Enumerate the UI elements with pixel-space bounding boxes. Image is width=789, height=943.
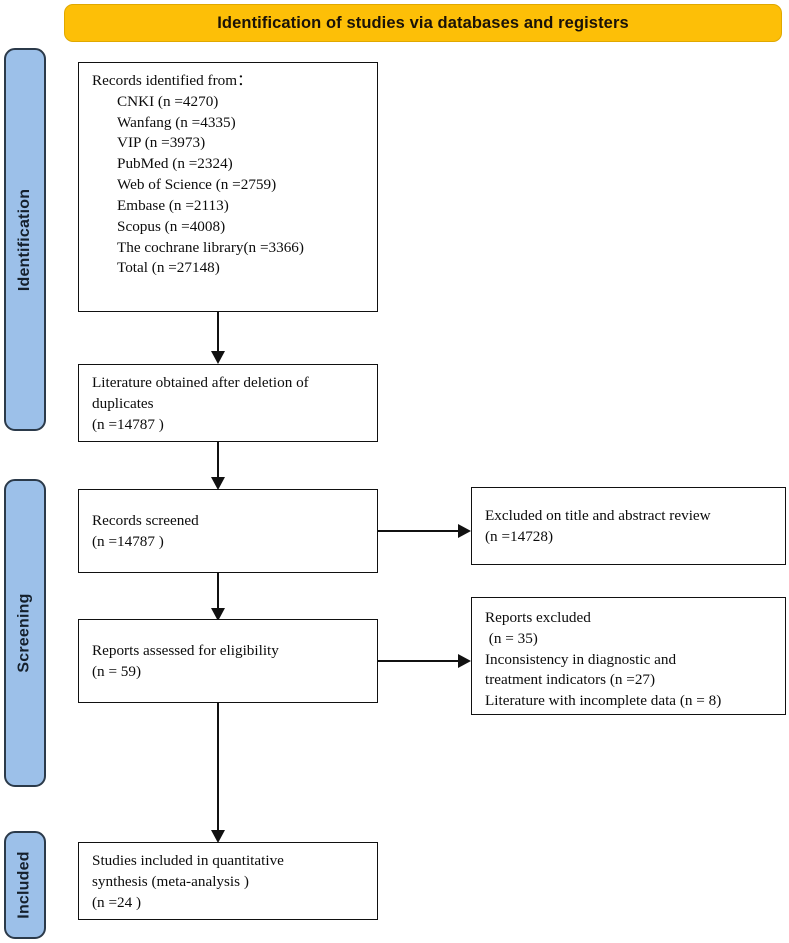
stage-label-identification: Identification	[16, 188, 34, 291]
box-line: Literature obtained after deletion of	[92, 374, 309, 391]
studies-included-box: Studies included in quantitative synthes…	[78, 842, 378, 920]
box-line: treatment indicators (n =27)	[485, 671, 656, 689]
box-line: Studies included in quantitative	[92, 852, 284, 869]
stage-label-screening: Screening	[16, 593, 34, 673]
box-line: Scopus (n =4008)	[117, 217, 226, 235]
duplicates-removed-box: Literature obtained after deletion of du…	[78, 364, 378, 442]
box-line: (n =24 )	[92, 893, 142, 911]
box-line: Records identified from：	[92, 72, 253, 89]
box-line: Excluded on title and abstract review	[485, 507, 711, 524]
stage-bar-identification: Identification	[4, 48, 46, 431]
box-line: Reports excluded	[485, 609, 591, 626]
stage-label-included: Included	[16, 851, 34, 919]
box-line: Literature with incomplete data (n = 8)	[485, 692, 722, 710]
box-line: Reports assessed for eligibility	[92, 642, 279, 659]
excluded-title-abstract-box: Excluded on title and abstract review (n…	[471, 487, 786, 565]
records-identified-box: Records identified from： CNKI (n =4270) …	[78, 62, 378, 312]
arrow-screened-to-assessed	[204, 573, 232, 621]
box-line: The cochrane library(n =3366)	[117, 238, 304, 256]
box-line: Embase (n =2113)	[117, 196, 229, 214]
box-line: (n =14787 )	[92, 532, 164, 550]
diagram-title: Identification of studies via databases …	[217, 13, 629, 32]
box-line: (n = 35)	[485, 629, 538, 647]
box-line: VIP (n =3973)	[117, 134, 206, 152]
box-line: Wanfang (n =4335)	[117, 113, 236, 131]
box-line: synthesis (meta-analysis )	[92, 872, 249, 890]
arrow-assessed-to-reports-excluded	[378, 648, 471, 674]
box-line: Web of Science (n =2759)	[117, 176, 277, 194]
reports-assessed-box: Reports assessed for eligibility (n = 59…	[78, 619, 378, 703]
box-line: duplicates	[92, 394, 154, 412]
arrow-screened-to-excluded	[378, 518, 471, 544]
diagram-header-banner: Identification of studies via databases …	[64, 4, 782, 42]
box-line: (n =14728)	[485, 527, 554, 545]
box-line: CNKI (n =4270)	[117, 92, 219, 110]
stage-bar-included: Included	[4, 831, 46, 939]
arrow-assessed-to-included	[204, 703, 232, 843]
box-line: Records screened	[92, 512, 199, 529]
box-line: (n = 59)	[92, 662, 142, 680]
box-line: Inconsistency in diagnostic and	[485, 650, 677, 668]
box-line: (n =14787 )	[92, 415, 164, 433]
arrow-identified-to-duplicates	[204, 312, 232, 364]
reports-excluded-box: Reports excluded (n = 35) Inconsistency …	[471, 597, 786, 715]
stage-bar-screening: Screening	[4, 479, 46, 787]
box-line: PubMed (n =2324)	[117, 155, 233, 173]
records-screened-box: Records screened (n =14787 )	[78, 489, 378, 573]
arrow-duplicates-to-screened	[204, 442, 232, 490]
box-line: Total (n =27148)	[117, 259, 220, 277]
